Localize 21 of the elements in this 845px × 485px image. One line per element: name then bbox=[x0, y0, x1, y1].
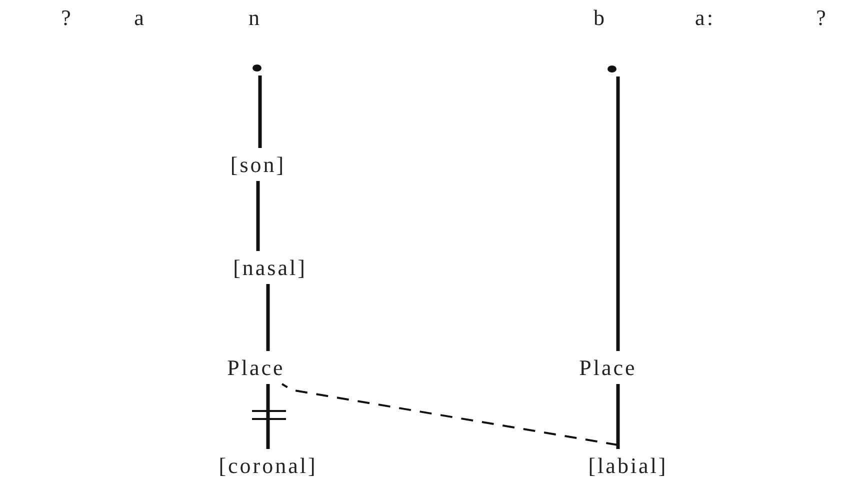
segment-symbol: n bbox=[248, 5, 262, 31]
association-line bbox=[616, 76, 620, 351]
segment-symbol: b bbox=[594, 5, 606, 31]
root-node-dot bbox=[252, 64, 262, 72]
segment-symbol: a: bbox=[695, 5, 715, 31]
association-line bbox=[256, 181, 260, 251]
feature-label: [coronal] bbox=[218, 453, 318, 478]
association-line bbox=[616, 384, 620, 449]
segment-symbol: a bbox=[134, 5, 146, 31]
feature-label: [son] bbox=[230, 152, 286, 177]
segment-symbol: ? bbox=[61, 5, 73, 31]
association-line bbox=[266, 384, 270, 449]
association-line bbox=[258, 76, 262, 148]
feature-label: [labial] bbox=[588, 453, 668, 478]
association-line bbox=[266, 284, 270, 351]
association-line bbox=[281, 383, 618, 446]
segment-symbol: ? bbox=[816, 5, 828, 31]
root-node-dot bbox=[608, 66, 616, 72]
feature-label: Place bbox=[227, 355, 285, 380]
feature-label: [nasal] bbox=[233, 255, 307, 280]
feature-label: Place bbox=[579, 355, 637, 380]
